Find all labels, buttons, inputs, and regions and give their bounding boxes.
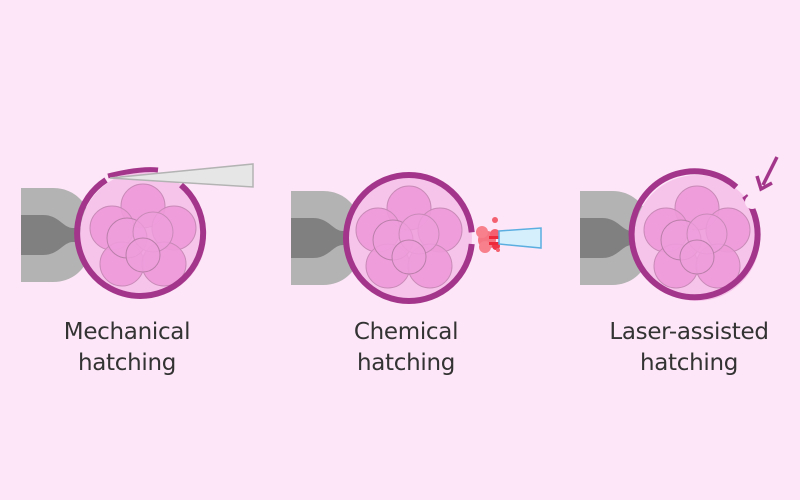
mechanical-panel [21,163,254,299]
label-line1: Mechanical [63,319,191,345]
label-line2: hatching [77,350,177,376]
label-line2: hatching [356,350,456,376]
laser-hole-icon [745,195,759,209]
label-line1: Laser-assisted [609,319,769,345]
mechanical-hatching-label: Mechanical hatching [17,317,237,379]
chemical-pipette-icon [498,227,542,249]
laser-arrow-icon [755,156,779,192]
laser-assisted-hatching-label: Laser-assisted hatching [579,317,799,379]
zona-pellucida-icon [343,172,475,304]
label-line1: Chemical [353,319,459,345]
laser-panel [580,156,779,301]
label-line2: hatching [639,350,739,376]
chemical-panel [291,172,542,304]
acid-solution-icon [476,217,500,253]
zona-pellucida-icon [74,177,207,299]
chemical-hatching-label: Chemical hatching [296,317,516,379]
zona-pellucida-icon [628,168,761,301]
needle-icon [109,163,254,188]
